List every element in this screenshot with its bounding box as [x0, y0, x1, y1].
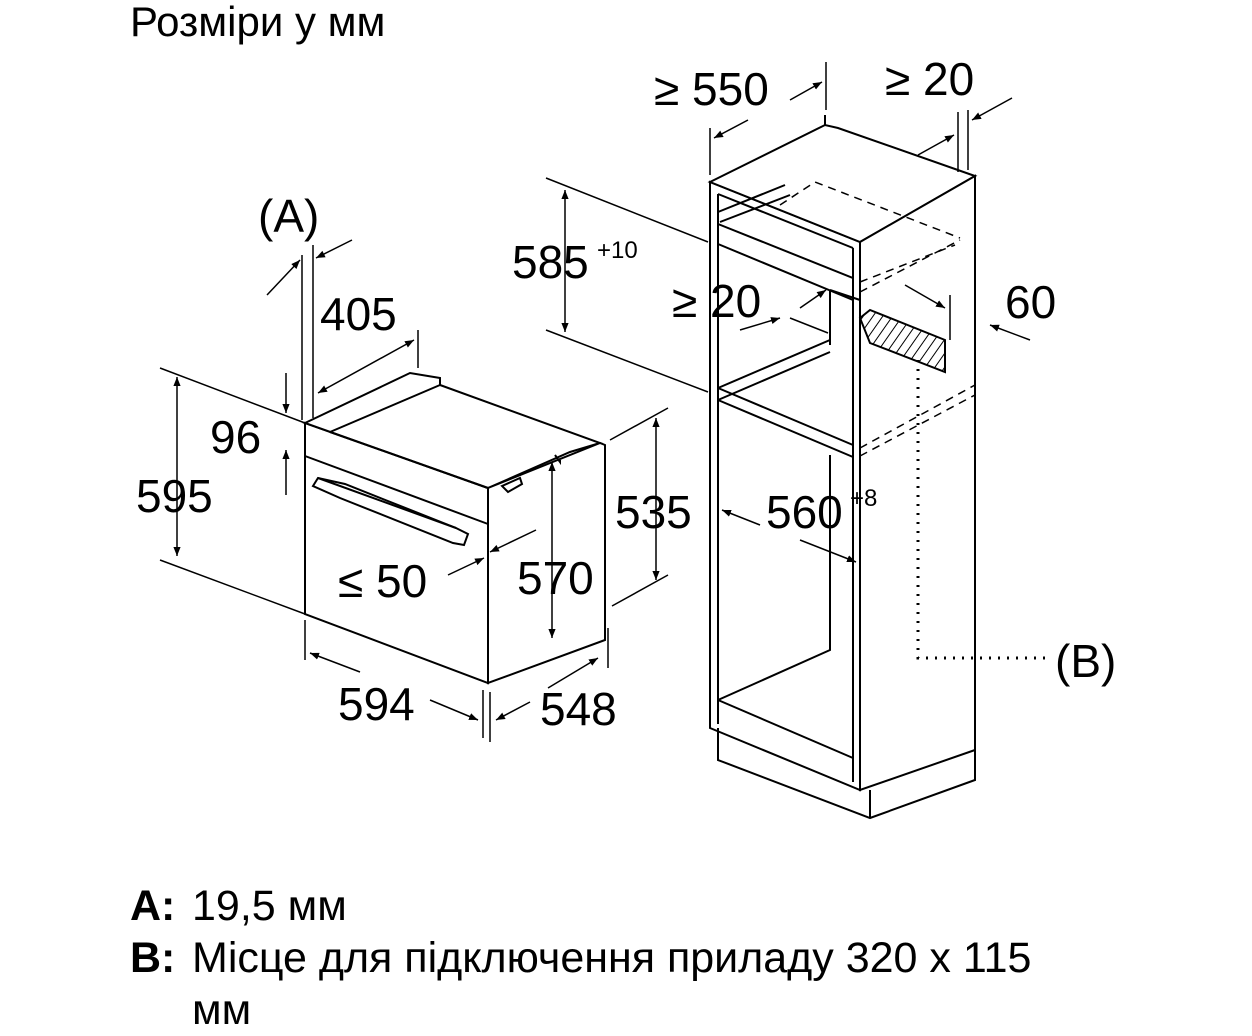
- dim-oven-panel: 96: [210, 411, 261, 463]
- cabinet-drawing: [707, 115, 978, 820]
- dim-oven-depth-top: 405: [320, 288, 397, 340]
- legend-text: 19,5 мм: [192, 882, 347, 930]
- legend-key: B:: [130, 934, 176, 982]
- b-connector: [916, 360, 1045, 660]
- dim-oven-depth: 548: [540, 683, 617, 735]
- dim-oven-body-height: 535: [615, 486, 692, 538]
- label-b: (B): [1055, 635, 1116, 687]
- legend-item-a: A: 19,5 мм: [130, 880, 1130, 932]
- legend-item-b: B: Місце для підключення приладу 320 x 1…: [130, 932, 1130, 1036]
- dim-cabinet-height-tolerance: +10: [597, 237, 638, 264]
- dim-cabinet-gap: ≥ 20: [672, 275, 761, 327]
- dim-cabinet-width: 560: [766, 486, 843, 538]
- page-title: Розміри у мм: [130, 0, 386, 45]
- dim-oven-body-height-2: 570: [517, 552, 594, 604]
- dim-cabinet-height: 585: [512, 236, 589, 288]
- oven-drawing: [302, 371, 606, 685]
- label-a: (A): [258, 190, 319, 242]
- dim-oven-height: 595: [136, 470, 213, 522]
- cabinet-dimension-lines: [545, 62, 1031, 563]
- legend: A: 19,5 мм B: Місце для підключення прил…: [130, 880, 1130, 1036]
- legend-key: A:: [130, 882, 176, 930]
- dim-oven-width: 594: [338, 678, 415, 730]
- dim-cabinet-depth: ≥ 550: [654, 63, 769, 115]
- dim-cabinet-side: ≥ 20: [885, 53, 974, 105]
- cabinet-hidden-lines: [779, 181, 976, 457]
- dim-oven-handle: ≤ 50: [338, 555, 427, 607]
- dim-cabinet-width-tolerance: +8: [850, 485, 877, 512]
- legend-text: Місце для підключення приладу 320 x 115 …: [192, 934, 1032, 1034]
- dim-cabinet-vent: 60: [1005, 276, 1056, 328]
- oven-dimension-lines: [159, 239, 669, 742]
